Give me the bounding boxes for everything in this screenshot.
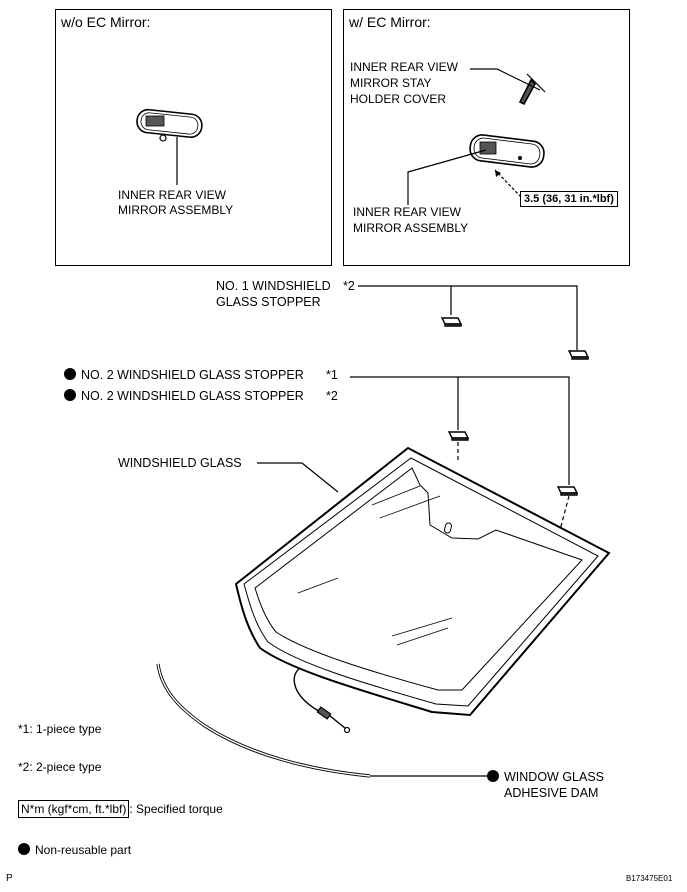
no2-stopper-icon [447, 431, 470, 441]
mirror-label-line2: MIRROR ASSEMBLY [118, 203, 234, 217]
windshield-glass-label: WINDSHIELD GLASS [118, 456, 242, 470]
legend-note-1: *1: 1-piece type [18, 722, 102, 736]
adhesive-dam-label-line2: ADHESIVE DAM [504, 786, 599, 800]
mirror-stay-holder-cover-icon [518, 73, 546, 106]
non-reusable-dot-icon [18, 843, 30, 855]
inner-rear-view-mirror-icon [136, 108, 203, 142]
no1-stopper-note: *2 [343, 279, 355, 293]
cover-label-line1: INNER REAR VIEW [350, 60, 459, 74]
non-reusable-dot-icon [64, 389, 76, 401]
windshield-glass-icon [234, 446, 611, 717]
adhesive-dam-label-line1: WINDOW GLASS [487, 770, 604, 785]
leader-line [470, 68, 541, 91]
ec-mirror-label-line1: INNER REAR VIEW [353, 205, 462, 219]
no2-stopper-label-a: NO. 2 WINDSHIELD GLASS STOPPER [64, 368, 304, 383]
non-reusable-dot-icon [487, 770, 499, 782]
arrow-head-icon [495, 170, 501, 177]
no1-stopper-label-line1: NO. 1 WINDSHIELD [216, 279, 331, 293]
cover-label-line3: HOLDER COVER [350, 92, 447, 106]
no2-stopper-label-b: NO. 2 WINDSHIELD GLASS STOPPER [64, 389, 304, 404]
torque-legend-text: : Specified torque [129, 802, 223, 816]
no2-stopper-icon [556, 486, 579, 496]
no1-stopper-label-line2: GLASS STOPPER [216, 295, 321, 309]
panel-title: w/o EC Mirror: [61, 14, 151, 30]
panel-title: w/ EC Mirror: [349, 14, 431, 30]
leader-line [358, 285, 578, 350]
torque-spec-badge: 3.5 (36, 31 in.*lbf) [520, 191, 618, 207]
legend-torque: N*m (kgf*cm, ft.*lbf): Specified torque [18, 800, 223, 818]
torque-leader [494, 169, 522, 198]
no1-stopper-icon [567, 350, 590, 360]
legend-note-2: *2: 2-piece type [18, 760, 102, 774]
no2-stopper-note-b: *2 [326, 389, 338, 403]
leader-line [350, 376, 570, 485]
torque-symbol: N*m (kgf*cm, ft.*lbf) [18, 800, 130, 818]
panel-with-ec-mirror: w/ EC Mirror: [343, 9, 630, 266]
mirror-label-line1: INNER REAR VIEW [118, 188, 227, 202]
leader-line [407, 149, 487, 205]
leader-line [257, 462, 339, 493]
no2-stopper-note-a: *1 [326, 368, 338, 382]
ec-mirror-label-line2: MIRROR ASSEMBLY [353, 221, 469, 235]
legend-nonreusable: Non-reusable part [18, 843, 131, 858]
footer-left: P [6, 873, 13, 884]
figure-id: B173475E01 [626, 874, 673, 883]
non-reusable-dot-icon [64, 368, 76, 380]
no1-stopper-icon [440, 317, 463, 327]
inner-rear-view-mirror-ec-icon [469, 134, 545, 168]
cover-label-line2: MIRROR STAY [350, 76, 432, 90]
adhesive-dam-icon [156, 663, 371, 778]
